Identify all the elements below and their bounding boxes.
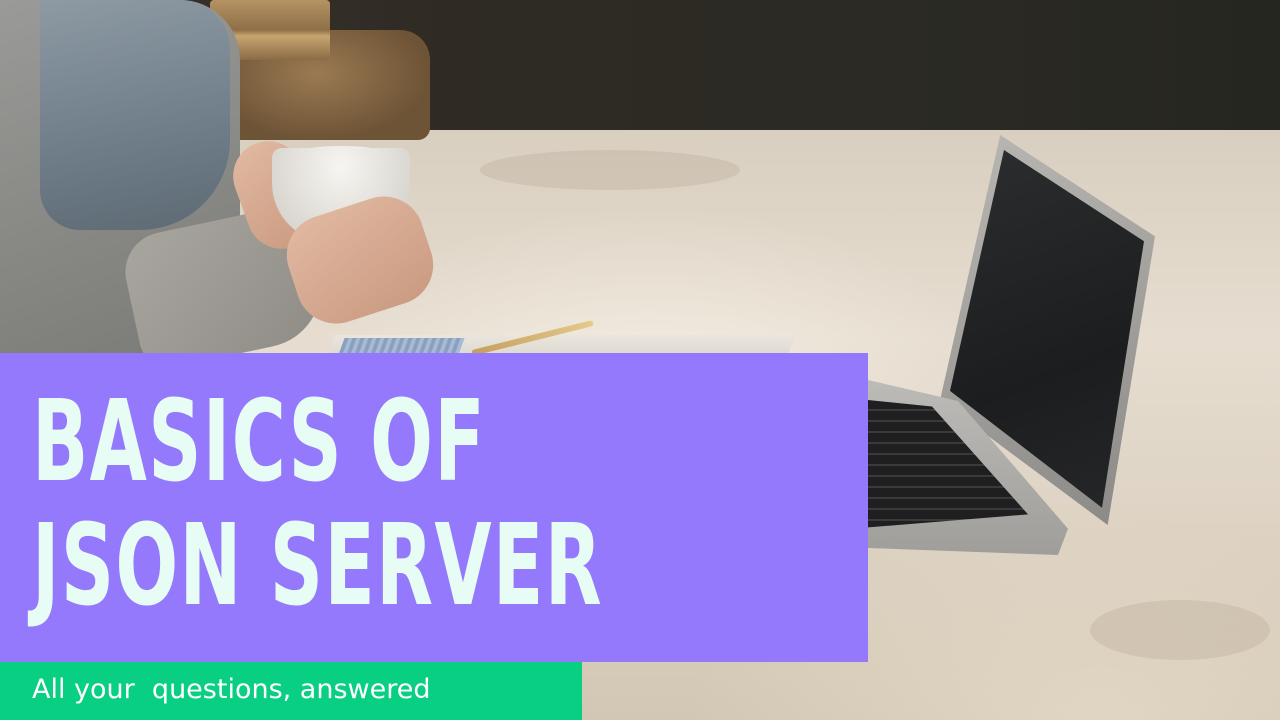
subtitle: All your questions, answered — [32, 674, 431, 705]
title-line-1: BASICS OF — [32, 377, 487, 507]
person-scarf — [40, 0, 230, 230]
title-banner — [0, 353, 868, 662]
title-line-2: JSON SERVER — [32, 501, 603, 631]
page-title: BASICS OF JSON SERVER — [32, 380, 603, 628]
subtitle-banner — [0, 662, 582, 720]
bedsheet-fold — [480, 150, 740, 190]
bedsheet-fold — [1090, 600, 1270, 660]
